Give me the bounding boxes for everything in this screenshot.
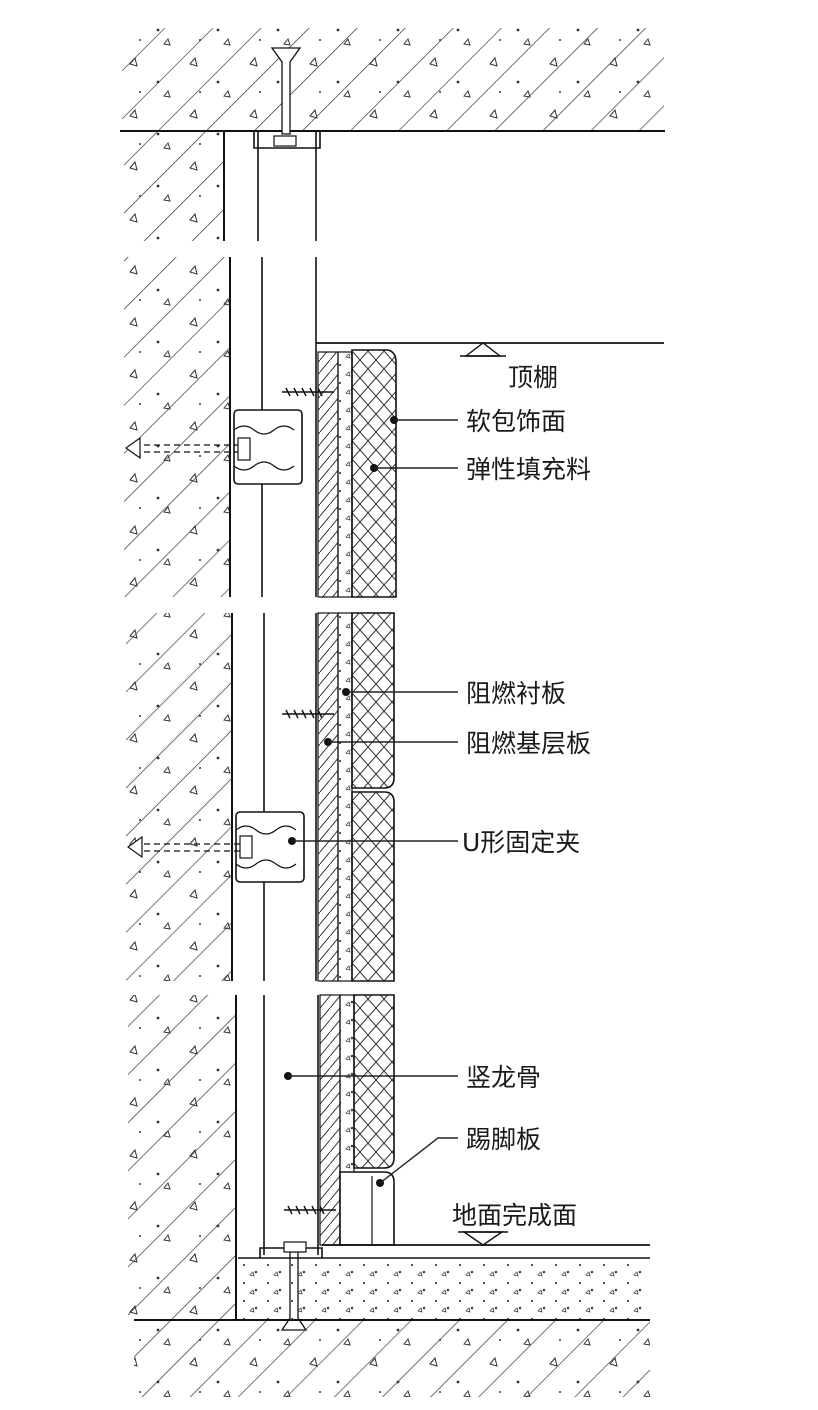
- label-finished-floor: 地面完成面: [452, 1201, 577, 1230]
- label-skirting: 踢脚板: [466, 1125, 541, 1154]
- label-fr-base-board: 阻燃基层板: [466, 729, 591, 758]
- u-clip-upper: [124, 409, 303, 485]
- vertical-stud: [253, 131, 323, 1258]
- left-wall: [124, 131, 237, 1320]
- u-clip-lower: [126, 811, 305, 883]
- leader-lines: [284, 416, 458, 1187]
- label-soft-facing: 软包饰面: [466, 407, 566, 436]
- label-fr-backing-board: 阻燃衬板: [466, 679, 566, 708]
- floor-slab: [134, 1231, 650, 1397]
- ceiling-line: [316, 342, 664, 357]
- label-elastic-filler: 弹性填充料: [466, 455, 591, 484]
- wall-build-up: [317, 349, 397, 1246]
- label-u-clip: U形固定夹: [462, 828, 580, 857]
- label-vertical-stud: 竖龙骨: [466, 1063, 541, 1092]
- label-ceiling: 顶棚: [508, 363, 558, 392]
- ceiling-slab: [120, 28, 665, 132]
